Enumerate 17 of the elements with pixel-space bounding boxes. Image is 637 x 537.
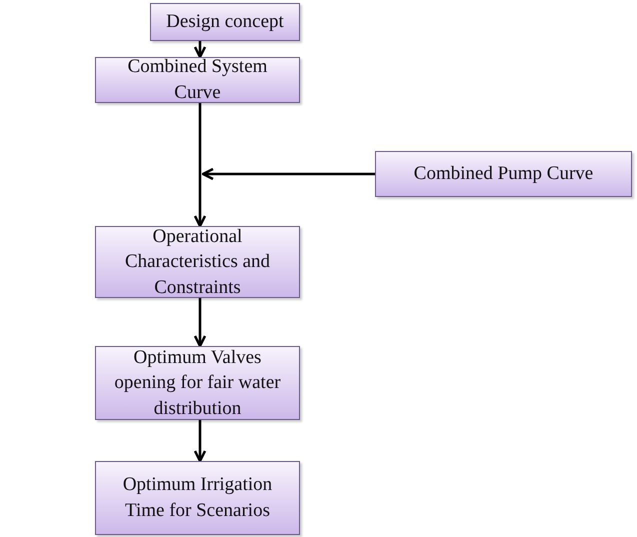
box-label: Optimum Irrigation Time for Scenarios xyxy=(122,473,274,523)
arrow xyxy=(194,41,206,58)
process-box xyxy=(95,346,300,420)
process-box xyxy=(95,57,300,103)
arrow xyxy=(194,103,206,228)
box-label: Combined System Curve xyxy=(126,55,268,105)
box-label: Combined Pump Curve xyxy=(414,162,594,186)
arrow xyxy=(202,168,375,180)
box-label: Optimum Valves opening for fair water distribution xyxy=(113,346,282,421)
process-box xyxy=(95,461,300,535)
process-box xyxy=(95,226,300,298)
box-label: Operational Characteristics and Constraints xyxy=(124,224,272,300)
box-label: Design concept xyxy=(166,10,284,34)
process-box xyxy=(375,151,632,197)
arrow xyxy=(194,420,206,462)
arrow xyxy=(194,298,206,348)
process-box xyxy=(150,3,300,41)
